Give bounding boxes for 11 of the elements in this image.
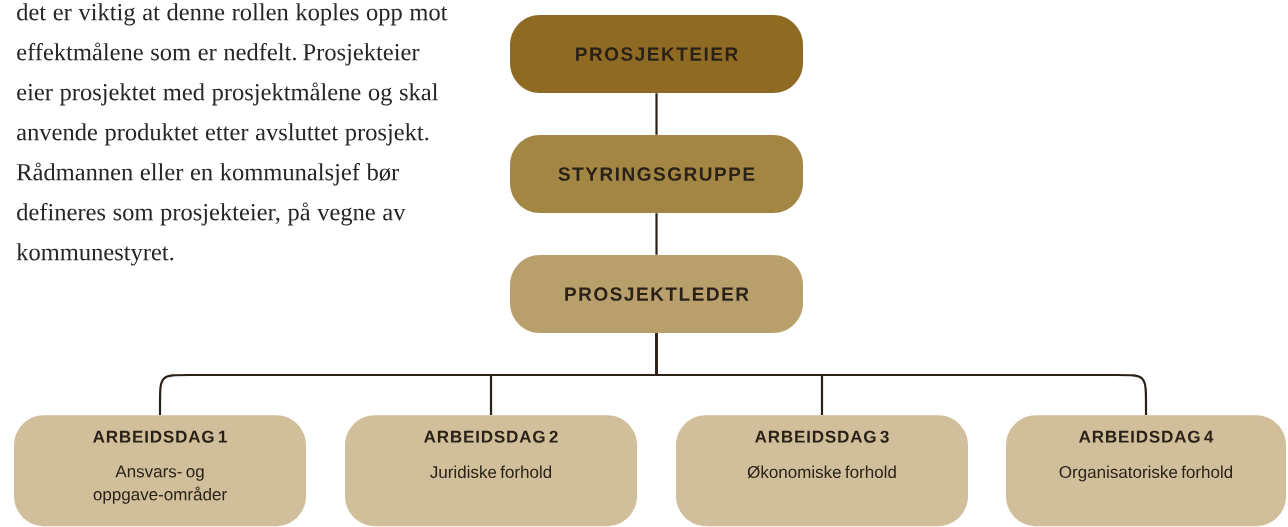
- workday-box: ARBEIDSDAG 4 Organisatoriske forhold: [1006, 415, 1286, 527]
- workday-box: ARBEIDSDAG 1 Ansvars- og oppgave-områder: [14, 415, 306, 527]
- role-box: STYRINGSGRUPPE: [510, 135, 803, 213]
- role-box: PROSJEKTLEDER: [510, 255, 803, 333]
- workday-box: ARBEIDSDAG 3 Økonomiske forhold: [676, 415, 968, 527]
- connector-line: [655, 213, 658, 255]
- workday-box: ARBEIDSDAG 2 Juridiske forhold: [345, 415, 637, 527]
- connector-line: [655, 93, 658, 135]
- role-box: PROSJEKTEIER: [510, 15, 803, 93]
- connector-line: [655, 333, 1148, 415]
- body-paragraph: det er viktig at denne rollen koples opp mot effektmålene som er nedfelt. Prosjekteier eier prosjektet med prosjektmålene og skal anvende produktet etter avsluttet prosjekt. Rådmannen eller en kommunalsjef bør defineres som prosjekteier, på vegne av kommunestyret.: [16, 3, 448, 266]
